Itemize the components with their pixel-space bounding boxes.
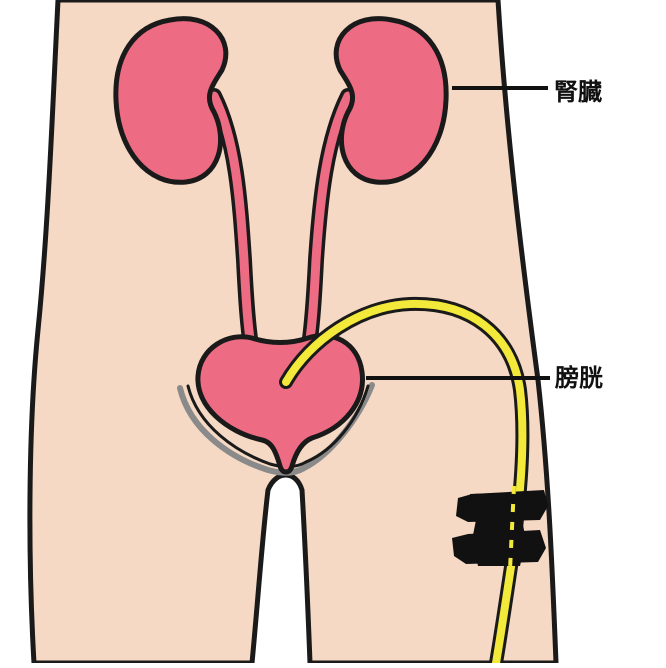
bladder-label: 膀胱	[555, 366, 603, 390]
kidney-label: 腎臓	[554, 80, 602, 104]
right-kidney	[336, 19, 446, 183]
tape-backing	[470, 492, 528, 566]
left-kidney	[116, 19, 226, 183]
